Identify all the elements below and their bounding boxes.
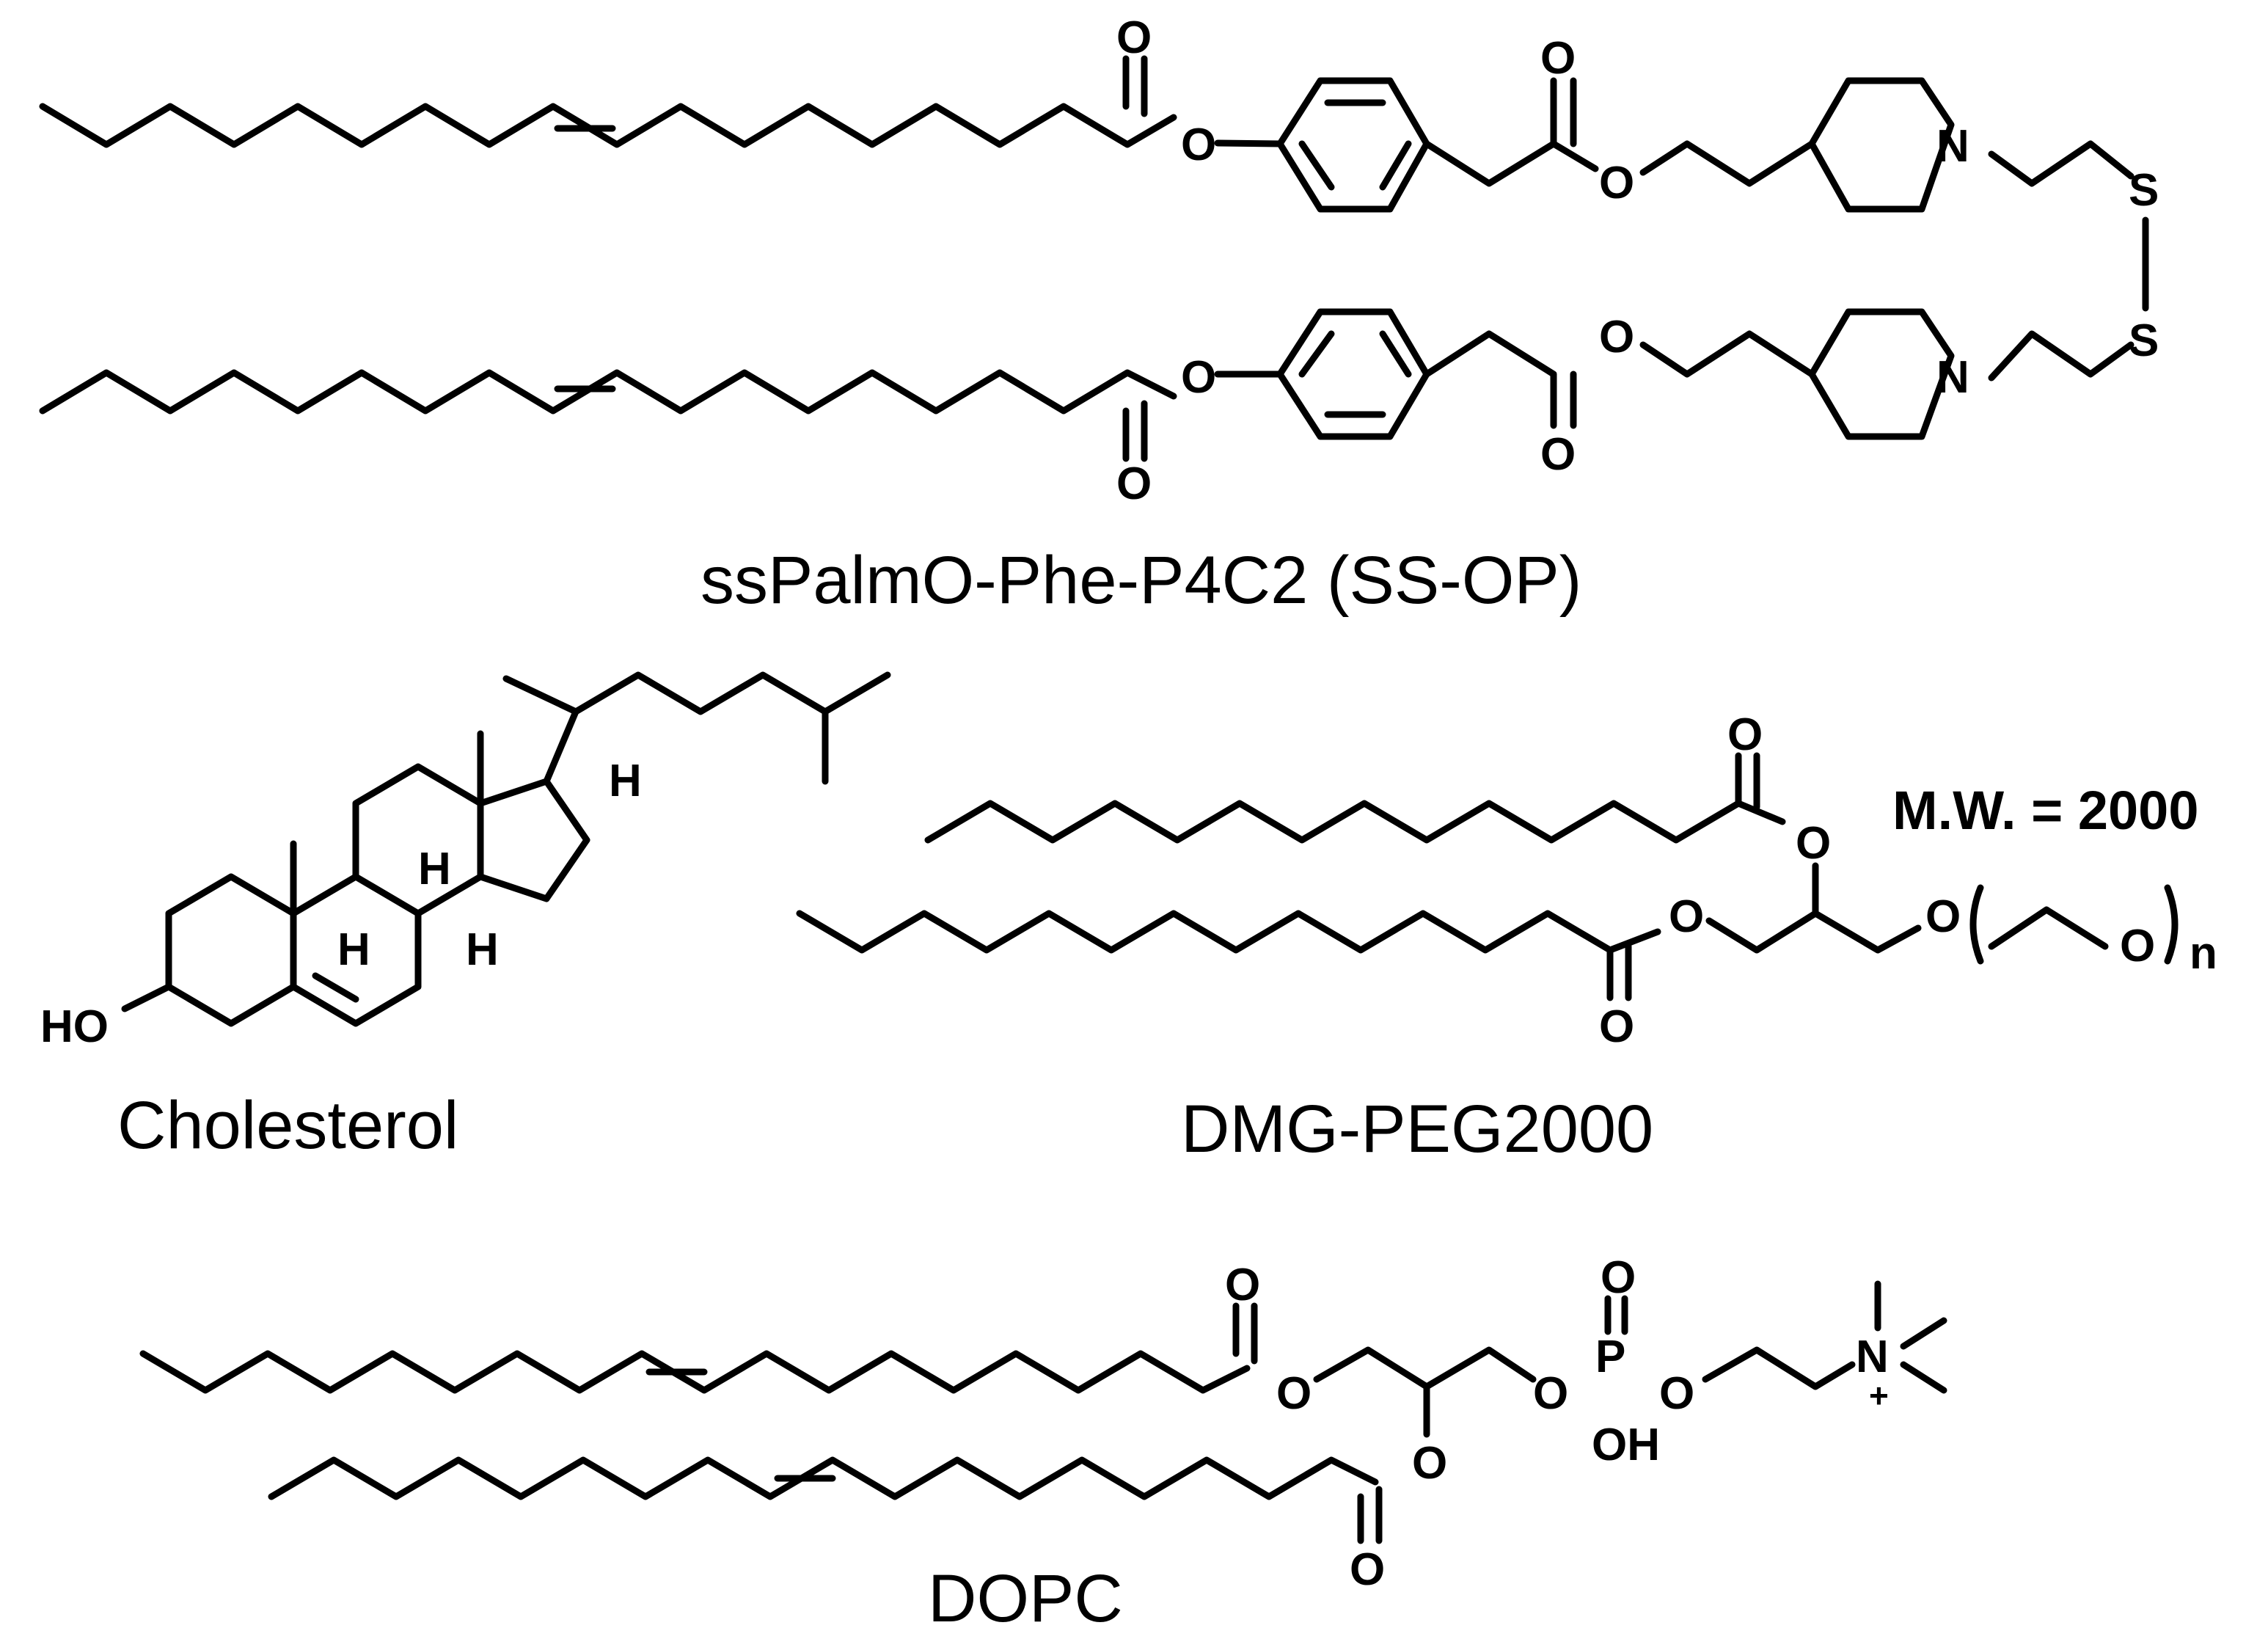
atom-o: O	[1276, 1368, 1312, 1419]
atom-s: S	[2129, 165, 2159, 216]
atom-s: S	[2129, 315, 2159, 366]
molecular-weight-label: M.W. = 2000	[1892, 780, 2198, 841]
cholesterol-side-chain	[543, 671, 891, 785]
dmg-upper-alkyl-chain	[924, 800, 1786, 844]
dopc-upper-alkyl-chain	[139, 1350, 1251, 1394]
atom-h: H	[337, 924, 370, 975]
cholesterol-structure: HO H H H H Cholesterol	[40, 671, 891, 1163]
repeat-count-n: n	[2190, 928, 2217, 979]
atom-o: O	[1350, 1544, 1385, 1595]
atom-n: N	[1936, 352, 1969, 403]
ss-op-upper-alkyl-chain	[39, 103, 1177, 148]
atom-o: O	[1412, 1438, 1447, 1489]
atom-n: N	[1856, 1332, 1889, 1382]
ss-op-lower-piperidine-ring	[1808, 308, 1955, 440]
atom-h: H	[466, 924, 499, 975]
atom-o: O	[1925, 891, 1961, 942]
atom-o: O	[1727, 709, 1763, 760]
peg-repeat-bracket-right	[2164, 884, 2179, 965]
atom-o: O	[1540, 429, 1576, 480]
atom-o: O	[1181, 352, 1216, 403]
atom-o: O	[1116, 459, 1152, 509]
atom-o: O	[1796, 818, 1831, 869]
atom-o: O	[1225, 1260, 1260, 1310]
ss-op-upper-piperidine-ring	[1808, 77, 1955, 213]
atom-o: O	[1540, 33, 1576, 84]
atom-h: H	[418, 844, 451, 894]
atom-o: O	[1599, 312, 1634, 362]
positive-charge-label: +	[1869, 1376, 1889, 1414]
phosphate-hydroxyl-label: OH	[1592, 1420, 1660, 1470]
ss-op-lower-alkyl-chain	[39, 369, 1177, 415]
atom-o: O	[1659, 1368, 1694, 1419]
peg-repeat-bracket-left	[1969, 884, 1984, 965]
atom-o: O	[1669, 891, 1704, 942]
dmg-peg2000-caption: DMG-PEG2000	[1181, 1092, 1653, 1167]
atom-h: H	[609, 756, 642, 806]
dmg-lower-alkyl-chain	[796, 910, 1661, 954]
dopc-caption: DOPC	[928, 1561, 1123, 1636]
dopc-structure: O O O O P O OH O N + O DOPC	[139, 1252, 1947, 1636]
cholesterol-ring-a	[165, 873, 297, 1027]
atom-p: P	[1595, 1332, 1625, 1382]
atom-n: N	[1936, 121, 1969, 172]
cholesterol-caption: Cholesterol	[117, 1088, 458, 1163]
atom-o: O	[1116, 12, 1152, 63]
ss-op-caption: ssPalmO-Phe-P4C2 (SS-OP)	[700, 543, 1581, 618]
dopc-lower-alkyl-chain	[268, 1456, 1379, 1500]
peg-repeat-unit	[1988, 906, 2109, 950]
hydroxyl-label: HO	[40, 1001, 109, 1052]
ss-op-structure: O O O O N S S O O O O	[39, 12, 2159, 618]
dmg-peg2000-structure: O O O O O O n M.W. = 2000 DMG-PEG2000	[796, 709, 2217, 1167]
cholesterol-ring-c	[352, 763, 484, 917]
atom-o: O	[1601, 1252, 1636, 1303]
atom-o: O	[1533, 1368, 1568, 1419]
atom-o: O	[1599, 1001, 1634, 1052]
atom-o: O	[1599, 158, 1634, 208]
atom-o: O	[2120, 921, 2155, 971]
atom-o: O	[1181, 120, 1216, 170]
cholesterol-ring-b	[290, 873, 422, 1027]
cholesterol-ring-d	[477, 778, 590, 902]
